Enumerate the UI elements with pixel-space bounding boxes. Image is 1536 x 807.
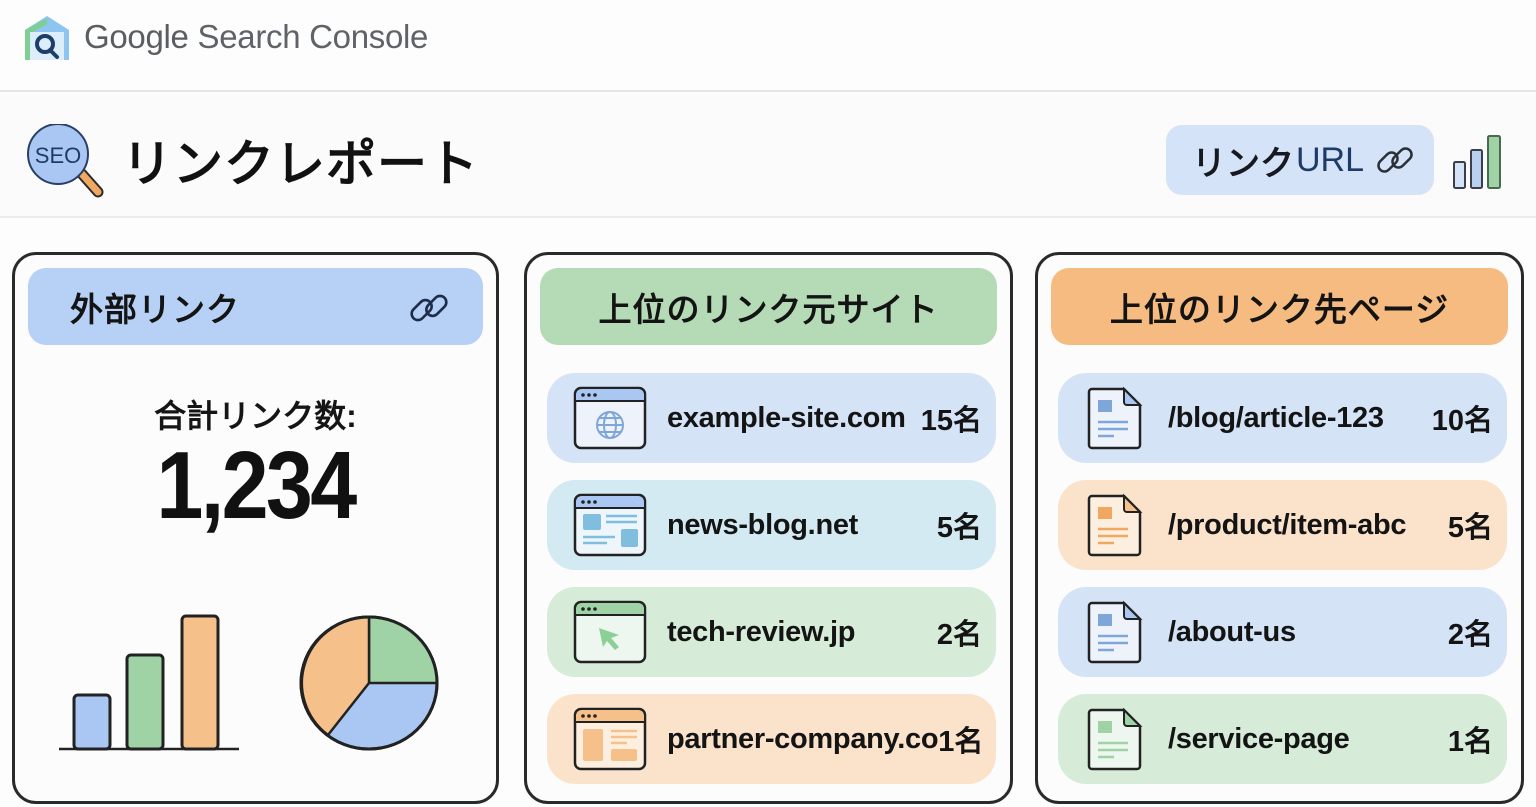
link-url-button[interactable]: リンク URL bbox=[1166, 125, 1434, 195]
top-linking-sites-header: 上位のリンク元サイト bbox=[540, 268, 997, 345]
top-linked-pages-title: 上位のリンク先ページ bbox=[1109, 290, 1450, 328]
linking-site-row[interactable]: news-blog.net 5名 bbox=[547, 480, 996, 570]
document-icon bbox=[1087, 493, 1143, 557]
linked-page-row[interactable]: /about-us 2名 bbox=[1058, 587, 1507, 677]
linking-site-row[interactable]: example-site.com 15名 bbox=[547, 373, 996, 463]
page-title: リンクレポート bbox=[122, 136, 479, 192]
page-header: SEO リンクレポート リンク URL bbox=[0, 94, 1536, 218]
linked-page-count: 5名 bbox=[1447, 512, 1493, 544]
linking-site-count: 5名 bbox=[936, 512, 982, 544]
total-links-value: 1,234 bbox=[156, 432, 357, 539]
link-chain-icon[interactable] bbox=[407, 286, 451, 330]
browser-globe-icon bbox=[573, 386, 647, 450]
linked-page-row[interactable]: /blog/article-123 10名 bbox=[1058, 373, 1507, 463]
top-bar: Google Search Console bbox=[0, 0, 1536, 92]
linked-page-label: /product/item-abc bbox=[1168, 508, 1407, 541]
browser-news-icon bbox=[573, 493, 647, 557]
linked-page-count: 2名 bbox=[1447, 619, 1493, 651]
top-linked-pages-header: 上位のリンク先ページ bbox=[1051, 268, 1508, 345]
top-linking-sites-title: 上位のリンク元サイト bbox=[598, 290, 939, 328]
linking-site-label: news-blog.net bbox=[667, 508, 859, 541]
link-url-button-label-jp: リンク bbox=[1192, 144, 1294, 183]
linking-site-row[interactable]: tech-review.jp 2名 bbox=[547, 587, 996, 677]
linking-site-count: 15名 bbox=[920, 405, 982, 437]
document-icon bbox=[1087, 386, 1143, 450]
browser-cursor-icon bbox=[573, 600, 647, 664]
linking-site-label: partner-company.co bbox=[667, 722, 939, 755]
external-links-card: 外部リンク 合計リンク数: 1,234 bbox=[12, 252, 499, 804]
linked-page-label: /service-page bbox=[1168, 722, 1350, 755]
link-url-button-label-url: URL bbox=[1296, 140, 1365, 179]
svg-text:SEO: SEO bbox=[35, 143, 81, 168]
external-links-header: 外部リンク bbox=[28, 268, 483, 345]
app-title-brand: Google bbox=[84, 18, 189, 55]
linking-site-label: tech-review.jp bbox=[667, 615, 856, 648]
browser-layout-icon bbox=[573, 707, 647, 771]
linked-page-label: /blog/article-123 bbox=[1168, 401, 1384, 434]
linking-site-row[interactable]: partner-company.co 1名 bbox=[547, 694, 996, 784]
link-chain-icon bbox=[1377, 147, 1413, 173]
linking-site-count: 2名 bbox=[936, 619, 982, 651]
linked-page-row[interactable]: /product/item-abc 5名 bbox=[1058, 480, 1507, 570]
app-title-product: Search Console bbox=[197, 18, 429, 55]
external-links-title: 外部リンク bbox=[70, 290, 240, 328]
total-links-label: 合計リンク数: bbox=[154, 398, 357, 434]
bar-chart-icon bbox=[59, 614, 239, 751]
linking-site-count: 1名 bbox=[938, 726, 984, 758]
linking-site-label: example-site.com bbox=[667, 401, 906, 434]
top-linked-pages-card: 上位のリンク先ページ /blog/article-123 10名 /produc… bbox=[1035, 252, 1524, 804]
top-linking-sites-card: 上位のリンク元サイト example-site.com 15名 bbox=[524, 252, 1013, 804]
document-icon bbox=[1087, 707, 1143, 771]
linked-page-label: /about-us bbox=[1168, 615, 1296, 648]
search-console-logo-icon[interactable] bbox=[22, 14, 72, 62]
linked-page-count: 1名 bbox=[1447, 726, 1493, 758]
pie-chart-icon bbox=[299, 615, 439, 751]
app-title: Google Search Console bbox=[84, 18, 428, 56]
document-icon bbox=[1087, 600, 1143, 664]
linked-page-row[interactable]: /service-page 1名 bbox=[1058, 694, 1507, 784]
signal-bars-icon[interactable] bbox=[1452, 134, 1504, 190]
linked-page-count: 10名 bbox=[1431, 405, 1493, 437]
seo-magnifier-icon: SEO bbox=[27, 124, 104, 198]
